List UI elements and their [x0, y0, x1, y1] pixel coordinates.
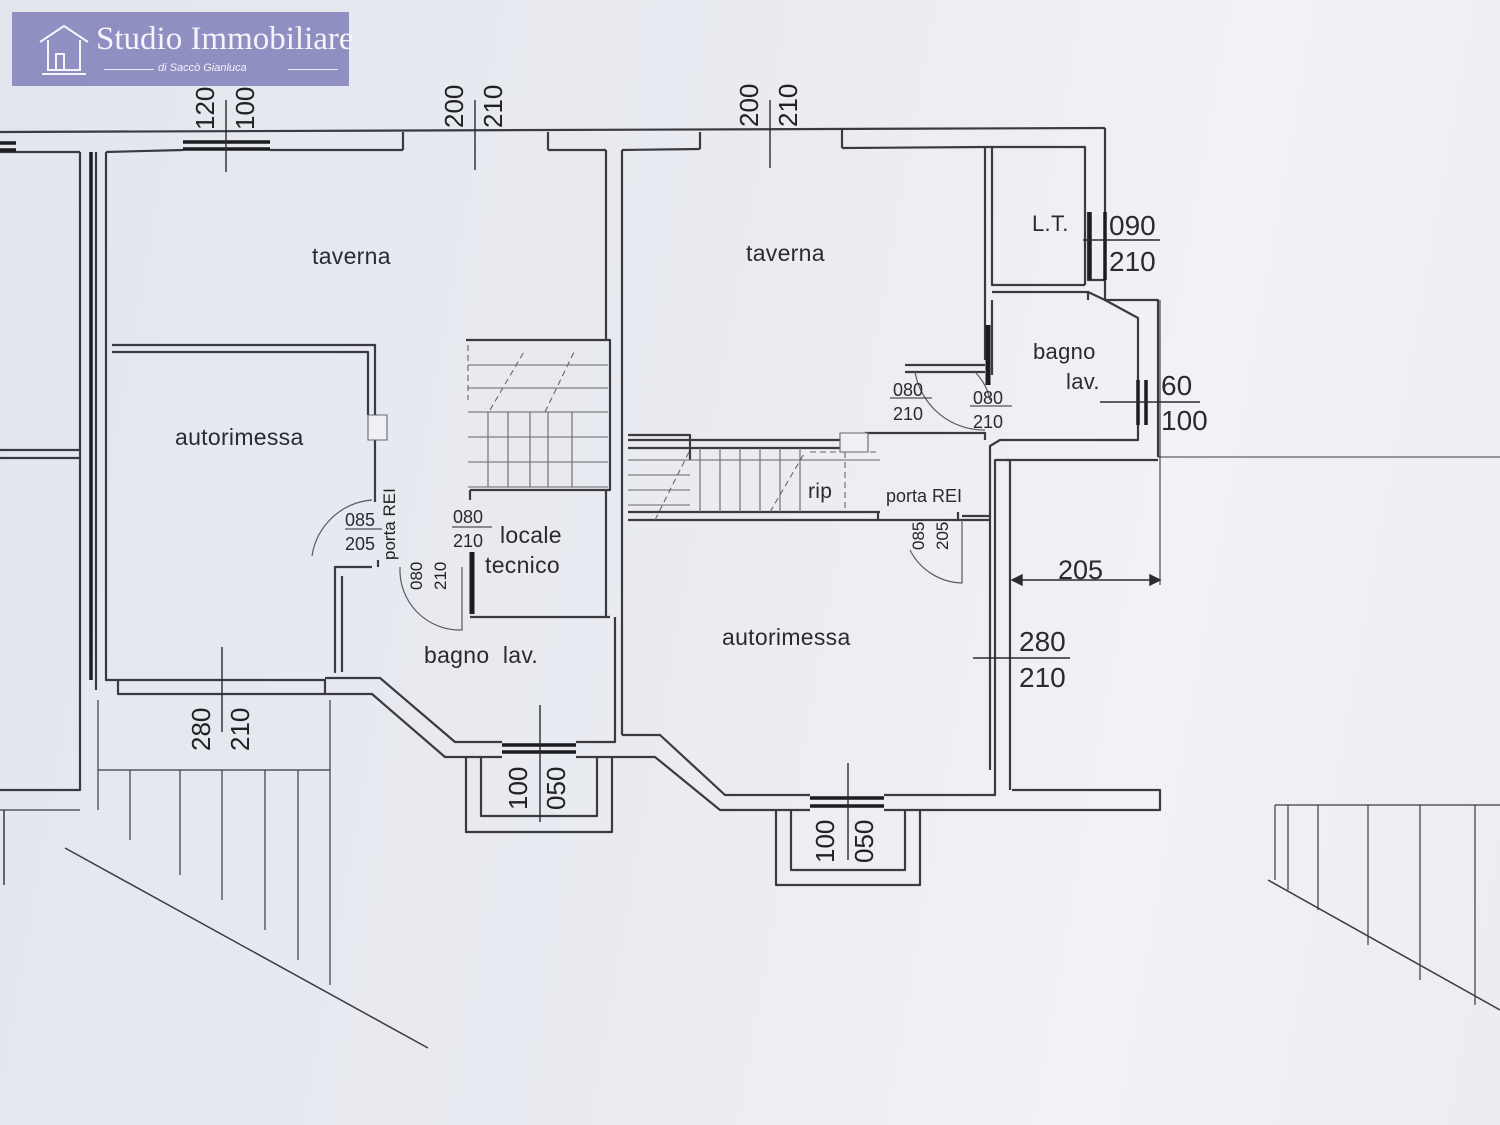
outer-wall-top [0, 126, 1106, 134]
stair-treads-right-a [628, 459, 690, 506]
dim-garage-door-width: 280 [1019, 626, 1066, 657]
bagno-left-wall [333, 338, 612, 674]
dim-bottom-window-left-height: 050 [541, 766, 571, 810]
dim-top-window-1-width: 120 [190, 86, 220, 130]
dim-bagno-window-height: 100 [1161, 405, 1208, 436]
dim-top-window-2-height: 210 [478, 84, 508, 128]
dim-garage-door-height: 210 [1019, 662, 1066, 693]
dim-bottom-window-right-width: 100 [810, 819, 840, 863]
house-icon [39, 24, 89, 75]
dim-bottom-door-left-width: 280 [186, 707, 216, 751]
dim-bottom-door-left-height: 210 [225, 707, 255, 751]
opening-jambs [401, 129, 844, 150]
dim-lt-window-width: 090 [1109, 210, 1156, 241]
ramp-left [0, 700, 331, 985]
dim-door-rei-right-width: 085 [909, 521, 928, 550]
dim-door-locale-height: 210 [453, 531, 484, 551]
dim-door-taverna-b-height: 210 [973, 412, 1004, 432]
stair-risers-left [487, 412, 573, 487]
bay-window-right [774, 810, 922, 887]
window-bottom-right [810, 796, 884, 808]
dim-door-locale-width: 080 [453, 507, 484, 527]
door-leaf-dark [469, 325, 991, 614]
stair-posts [367, 414, 869, 453]
room-locale-line2: tecnico [485, 552, 560, 578]
porta-rei-right-label: porta REI [886, 486, 963, 506]
dim-arrows-205 [1010, 573, 1162, 587]
room-bagno-right-line1: bagno [1033, 339, 1096, 364]
window-far-left [0, 141, 16, 152]
logo-badge: Studio Immobiliare di Saccò Gianluca [12, 12, 354, 86]
dim-door-taverna-a-width: 080 [893, 380, 924, 400]
ramp-right-diagonal [1267, 879, 1500, 1011]
room-bagno-right-line2: lav. [1066, 369, 1100, 394]
window-bottom-left [502, 743, 576, 754]
dim-door-taverna-b-width: 080 [973, 388, 1004, 408]
dim-door-bagno-left-height: 210 [431, 561, 450, 590]
door-swing-rei-right [909, 520, 963, 584]
dim-top-window-1-height: 100 [230, 86, 260, 130]
logo-rule-left [104, 69, 154, 70]
door-swing-bagno-left [399, 566, 463, 631]
bottom-wall-right [576, 755, 1162, 812]
room-autorimessa-right: autorimessa [722, 624, 851, 650]
room-bagno-left: bagno lav. [424, 642, 539, 668]
stair-treads-left [468, 364, 608, 488]
door-dim-fraction-lines [345, 397, 1012, 530]
dim-top-window-3-height: 210 [773, 83, 803, 127]
dim-lt-window-height: 210 [1109, 246, 1156, 277]
stair-right-box [628, 433, 692, 460]
bay-window-left [464, 757, 614, 834]
dim-bottom-window-left-width: 100 [503, 766, 533, 810]
logo-name: Studio Immobiliare [96, 21, 354, 57]
dim-top-window-3-width: 200 [734, 83, 764, 127]
dim-door-rei-left-height: 205 [345, 534, 376, 554]
porta-rei-left-label: porta REI [380, 488, 399, 560]
dim-width-205: 205 [1058, 555, 1104, 585]
dim-top-window-2-width: 200 [439, 84, 469, 128]
ramp-right [1274, 804, 1500, 1005]
dim-door-rei-left-width: 085 [345, 510, 376, 530]
logo-rule-right [288, 69, 338, 70]
door-swing-autorimessa-left [311, 499, 373, 557]
dim-door-taverna-a-height: 210 [893, 404, 924, 424]
dim-door-bagno-left-width: 080 [407, 561, 426, 590]
logo-subtitle: di Saccò Gianluca [158, 62, 247, 74]
door-swing-taverna-right-b [974, 371, 991, 401]
stair-dashed-right [654, 449, 880, 521]
bagno-lav-left-wall [325, 490, 617, 759]
stair-treads-right-b [690, 448, 880, 512]
window-lt [1088, 212, 1107, 280]
dim-bagno-window-width: 60 [1161, 370, 1193, 401]
outer-wall-right [1086, 128, 1160, 457]
bagno-right-walls [988, 299, 1158, 770]
autorimessa-left-wall [112, 343, 377, 502]
room-autorimessa-left: autorimessa [175, 424, 304, 450]
ramp-left-diagonal [3, 810, 429, 1049]
room-taverna-right: taverna [746, 240, 825, 266]
stair-dashed-left [467, 345, 576, 413]
party-wall [604, 150, 624, 735]
far-left-walls [0, 152, 98, 792]
left-unit-wall [104, 152, 327, 696]
room-locale-line1: locale [500, 522, 562, 548]
stair-landing-walls [628, 510, 990, 522]
dim-bottom-window-right-height: 050 [849, 819, 879, 863]
room-lt: L.T. [1032, 211, 1069, 236]
dim-door-rei-right-height: 205 [933, 521, 952, 550]
inner-wall-top [0, 145, 1087, 285]
lt-walls [983, 147, 1106, 375]
door-swing-taverna-right-a [914, 371, 986, 431]
room-rip: rip [808, 480, 833, 503]
dim-ticks [221, 100, 1200, 860]
room-taverna-left: taverna [312, 243, 391, 269]
garage-right-wall [622, 458, 1012, 797]
taverna-right-walls [628, 363, 987, 450]
